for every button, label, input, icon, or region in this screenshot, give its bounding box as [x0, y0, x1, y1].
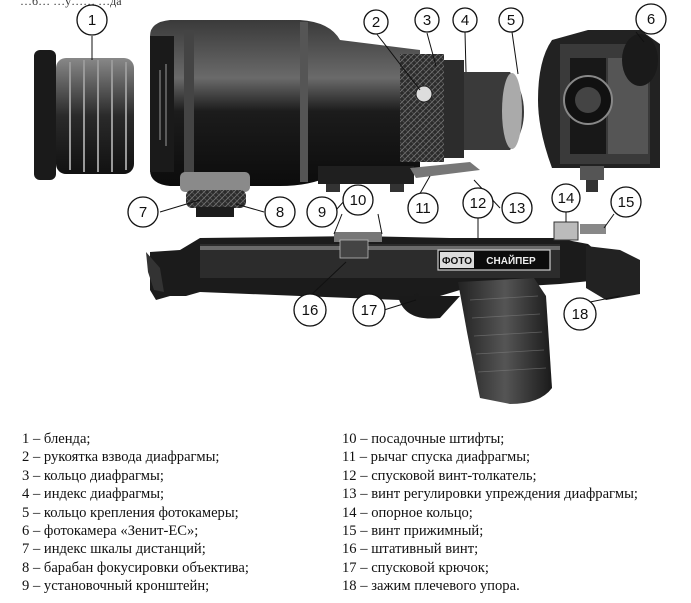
callout-5: 5: [498, 7, 524, 33]
svg-text:14: 14: [558, 190, 575, 207]
brand-plate: ФОТО СНАЙПЕР: [437, 249, 551, 271]
svg-text:11: 11: [415, 200, 431, 217]
svg-text:15: 15: [618, 194, 635, 211]
svg-text:5: 5: [507, 12, 515, 29]
legend-column-right: 10 – посадочные штифты; 11 – рычаг спуск…: [342, 430, 687, 596]
legend-item: 12 – спусковой винт-толкатель;: [342, 467, 537, 484]
callout-7: 7: [127, 196, 159, 228]
svg-text:18: 18: [572, 306, 589, 323]
svg-text:13: 13: [509, 200, 526, 217]
callout-12: 12: [462, 187, 494, 219]
callout-2: 2: [363, 9, 389, 35]
legend-item: 3 – кольцо диафрагмы;: [22, 467, 164, 484]
photosniper-diagram: ФОТО СНАЙПЕР: [34, 3, 667, 404]
callout-4: 4: [452, 7, 478, 33]
svg-text:7: 7: [139, 204, 147, 221]
legend-item: 18 – зажим плечевого упора.: [342, 578, 520, 595]
svg-text:10: 10: [350, 192, 367, 209]
callout-9: 9: [306, 196, 338, 228]
svg-text:12: 12: [470, 195, 487, 212]
legend-item: 13 – винт регулировки упреждения диафраг…: [342, 486, 638, 503]
parts-legend: 1 – бленда; 2 – рукоятка взвода диафрагм…: [0, 430, 691, 600]
legend-item: 14 – опорное кольцо;: [342, 504, 473, 521]
callout-6: 6: [635, 3, 667, 35]
svg-text:1: 1: [88, 12, 96, 29]
svg-text:6: 6: [647, 11, 655, 28]
legend-item: 9 – установочный кронштейн;: [22, 578, 210, 595]
svg-text:2: 2: [372, 14, 380, 31]
callout-8: 8: [264, 196, 296, 228]
svg-text:3: 3: [423, 12, 431, 29]
legend-column-left: 1 – бленда; 2 – рукоятка взвода диафрагм…: [22, 430, 332, 596]
callout-18: 18: [563, 297, 597, 331]
legend-item: 10 – посадочные штифты;: [342, 431, 505, 447]
callout-15: 15: [610, 186, 642, 218]
legend-item: 11 – рычаг спуска диафрагмы;: [342, 449, 531, 466]
gunstock-body: ФОТО СНАЙПЕР: [146, 221, 640, 404]
brand-label-left: ФОТО: [442, 256, 472, 267]
legend-item: 7 – индекс шкалы дистанций;: [22, 541, 206, 558]
legend-item: 17 – спусковой крючок;: [342, 559, 489, 576]
camera-zenit-es: [538, 30, 660, 192]
legend-item: 1 – бленда;: [22, 431, 91, 447]
callout-14: 14: [551, 183, 581, 213]
callout-3: 3: [414, 7, 440, 33]
lens-hood: [34, 50, 134, 180]
callout-13: 13: [501, 192, 533, 224]
callout-17: 17: [352, 293, 386, 327]
svg-text:9: 9: [318, 204, 326, 221]
legend-item: 5 – кольцо крепления фотокамеры;: [22, 504, 239, 521]
legend-item: 6 – фотокамера «Зенит-ЕС»;: [22, 522, 199, 539]
callout-10: 10: [342, 184, 374, 216]
legend-item: 16 – штативный винт;: [342, 541, 479, 558]
callout-11: 11: [407, 192, 439, 224]
header-fragment: …б… …у…… …да: [20, 0, 122, 8]
svg-text:4: 4: [461, 12, 469, 29]
legend-item: 4 – индекс диафрагмы;: [22, 486, 165, 503]
svg-text:16: 16: [302, 302, 319, 319]
svg-text:17: 17: [361, 302, 378, 319]
legend-item: 2 – рукоятка взвода диафрагмы;: [22, 449, 220, 466]
legend-item: 15 – винт прижимный;: [342, 522, 484, 539]
lens-barrel: [150, 20, 524, 217]
svg-text:8: 8: [276, 204, 284, 221]
callout-1: 1: [76, 4, 108, 36]
callout-16: 16: [293, 293, 327, 327]
legend-item: 8 – барабан фокусировки объектива;: [22, 559, 249, 576]
brand-label-right: СНАЙПЕР: [486, 254, 536, 267]
